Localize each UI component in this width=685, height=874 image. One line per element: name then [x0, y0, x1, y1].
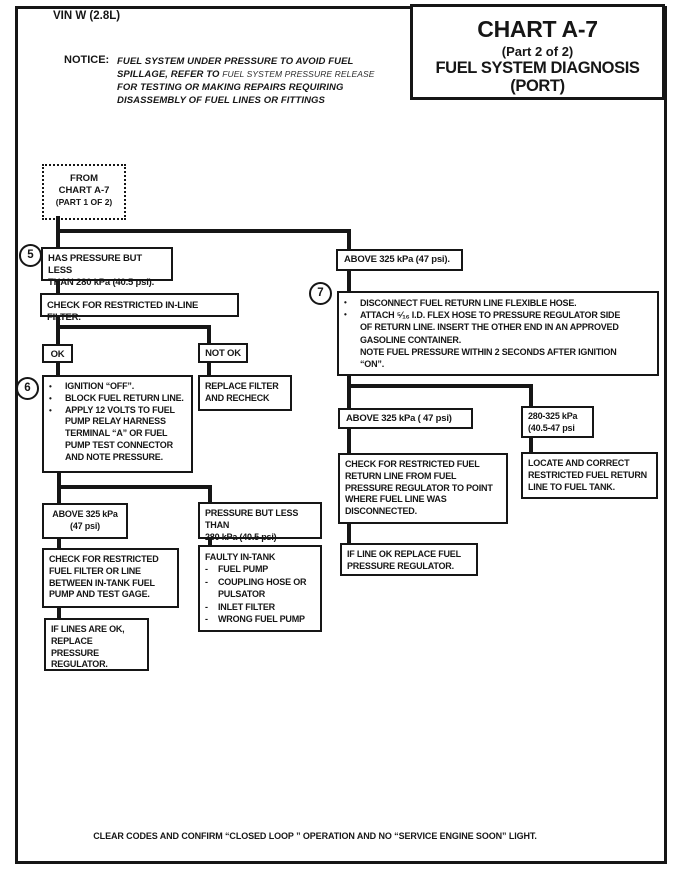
notice-line: FUEL SYSTEM UNDER PRESSURE TO AVOID FUEL — [117, 56, 354, 67]
connector — [347, 229, 351, 251]
bullet-icon: • — [49, 393, 52, 403]
bullet-icon: • — [344, 298, 347, 307]
node-pressure-less: PRESSURE BUT LESS THAN 280 kPa (40.5 psi… — [198, 502, 322, 542]
connector — [56, 216, 60, 250]
connector — [208, 489, 212, 503]
connector — [529, 388, 533, 407]
connector — [57, 537, 61, 549]
page-border — [15, 6, 667, 864]
faulty-header: FAULTY IN-TANK — [205, 552, 276, 562]
notice-line: DISASSEMBLY OF FUEL LINES OR FITTINGS — [117, 95, 325, 106]
list-item: •IGNITION “OFF”. — [49, 381, 134, 391]
connector — [57, 605, 61, 619]
node-kpa-range: 280-325 kPa (40.5-47 psi — [521, 406, 594, 438]
notice-text: FUEL SYSTEM UNDER PRESSURE TO AVOID FUEL… — [117, 55, 387, 107]
list-item: •ATTACH ⁵⁄₁₆ I.D. FLEX HOSE TO PRESSURE … — [344, 310, 621, 370]
list-item: -FUEL PUMP — [205, 564, 269, 575]
connector — [347, 270, 351, 292]
connector — [56, 325, 211, 329]
connector — [529, 436, 533, 453]
connector — [56, 279, 60, 294]
connector — [347, 388, 351, 409]
notice-reference: FUEL SYSTEM PRESSURE RELEASE — [222, 69, 375, 79]
node-step6-actions: •IGNITION “OFF”. •BLOCK FUEL RETURN LINE… — [42, 375, 193, 473]
list-item: -WRONG FUEL PUMP — [205, 614, 305, 625]
list-item: •APPLY 12 VOLTS TO FUEL PUMP RELAY HARNE… — [49, 404, 175, 462]
connector — [208, 537, 212, 546]
connector — [56, 315, 60, 329]
footer-instruction: CLEAR CODES AND CONFIRM “CLOSED LOOP ” O… — [93, 831, 537, 841]
chart-subtitle-port: (PORT) — [510, 77, 565, 95]
connector — [57, 485, 212, 489]
list-item: -INLET FILTER — [205, 601, 275, 612]
node-locate-correct: LOCATE AND CORRECT RESTRICTED FUEL RETUR… — [521, 452, 658, 499]
connector — [207, 329, 211, 344]
node-step7-actions: •DISCONNECT FUEL RETURN LINE FLEXIBLE HO… — [337, 291, 659, 376]
connector — [56, 229, 351, 233]
connector — [347, 384, 533, 388]
chart-subtitle: FUEL SYSTEM DIAGNOSIS — [435, 59, 640, 77]
step-7-badge: 7 — [309, 282, 332, 305]
node-above-325-2: ABOVE 325 kPa ( 47 psi) — [338, 408, 473, 429]
dash-icon: - — [205, 564, 208, 575]
connector — [56, 361, 60, 376]
list-item: •BLOCK FUEL RETURN LINE. — [49, 392, 184, 403]
chart-title-box: CHART A-7 (Part 2 of 2) FUEL SYSTEM DIAG… — [410, 4, 665, 100]
connector — [347, 428, 351, 454]
node-above-325-right: ABOVE 325 kPa (47 psi). — [336, 249, 463, 271]
list-item: -COUPLING HOSE OR PULSATOR — [205, 576, 307, 600]
dash-icon: - — [205, 601, 208, 612]
chart-part-label: (Part 2 of 2) — [501, 44, 574, 59]
connector — [347, 522, 351, 544]
connector — [57, 471, 61, 488]
node-check-inline-filter: CHECK FOR RESTRICTED IN-LINE FILTER. — [40, 293, 239, 323]
step-6-badge: 6 — [16, 377, 39, 400]
step-5-badge: 5 — [19, 244, 42, 267]
node-check-return-line: CHECK FOR RESTRICTED FUEL RETURN LINE FR… — [338, 453, 508, 524]
connector — [347, 374, 351, 387]
dash-icon: - — [205, 614, 208, 625]
chart-title: CHART A-7 — [477, 16, 598, 42]
node-above-325-left: ABOVE 325 kPa (47 psi) — [42, 503, 128, 539]
node-replace-filter: REPLACE FILTER AND RECHECK — [198, 375, 292, 411]
connector — [57, 489, 61, 504]
bullet-icon: • — [49, 405, 52, 415]
bullet-icon: • — [49, 382, 52, 391]
list-item: •DISCONNECT FUEL RETURN LINE FLEXIBLE HO… — [344, 298, 577, 308]
node-has-pressure: HAS PRESSURE BUT LESS THAN 280 kPa (40.5… — [41, 247, 173, 288]
node-if-lines-ok: IF LINES ARE OK, REPLACE PRESSURE REGULA… — [44, 618, 149, 671]
from-chart-node: FROM CHART A-7 (PART 1 OF 2) — [42, 164, 126, 220]
connector — [207, 361, 211, 376]
node-ok: OK — [42, 344, 73, 363]
notice-line: SPILLAGE, REFER TO FUEL SYSTEM PRESSURE … — [117, 69, 375, 80]
vin-label: VIN W (2.8L) — [53, 10, 121, 22]
node-faulty-in-tank: FAULTY IN-TANK -FUEL PUMP -COUPLING HOSE… — [198, 545, 322, 632]
bullet-icon: • — [344, 310, 347, 320]
dash-icon: - — [205, 576, 208, 587]
notice-line: FOR TESTING OR MAKING REPAIRS REQUIRING — [117, 82, 344, 93]
notice-label: NOTICE: — [64, 54, 110, 66]
node-check-fuel-filter: CHECK FOR RESTRICTED FUEL FILTER OR LINE… — [42, 548, 179, 608]
connector — [56, 329, 60, 346]
node-not-ok: NOT OK — [198, 343, 248, 363]
node-if-line-ok: IF LINE OK REPLACE FUEL PRESSURE REGULAT… — [340, 543, 478, 576]
